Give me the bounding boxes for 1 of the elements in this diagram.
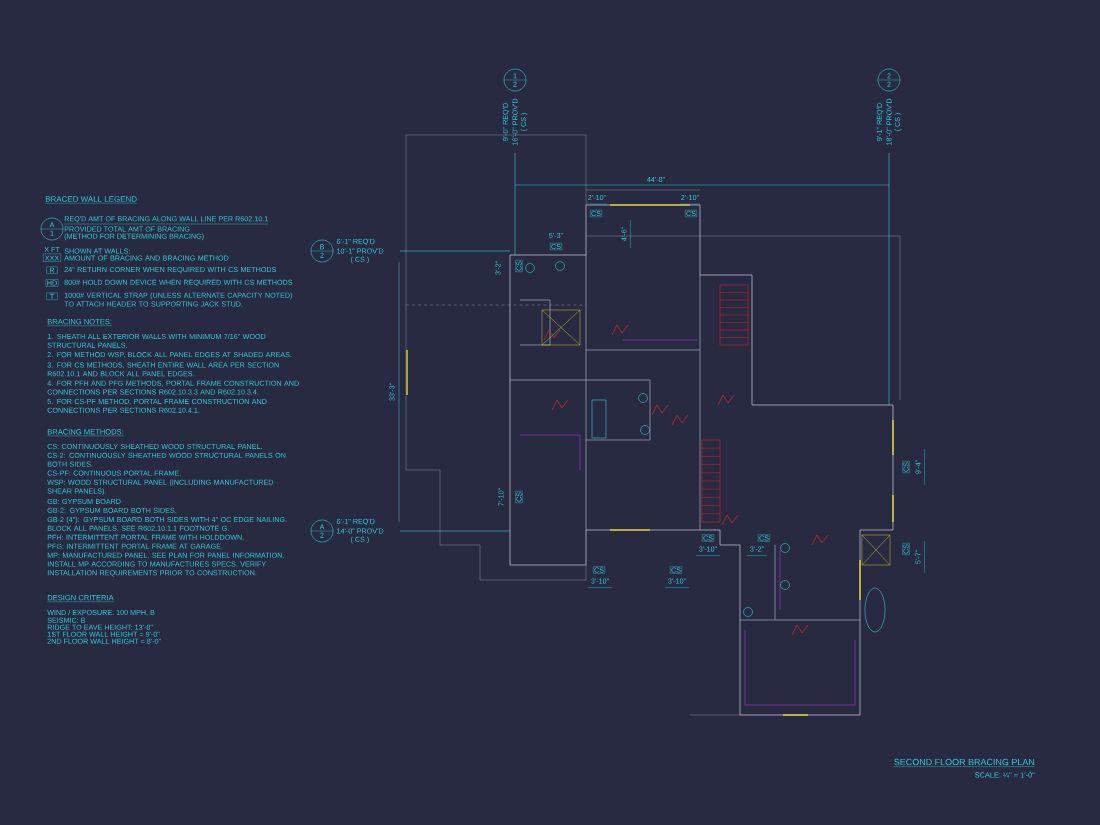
plan-title: SECOND FLOOR BRACING PLAN — [893, 758, 1035, 767]
